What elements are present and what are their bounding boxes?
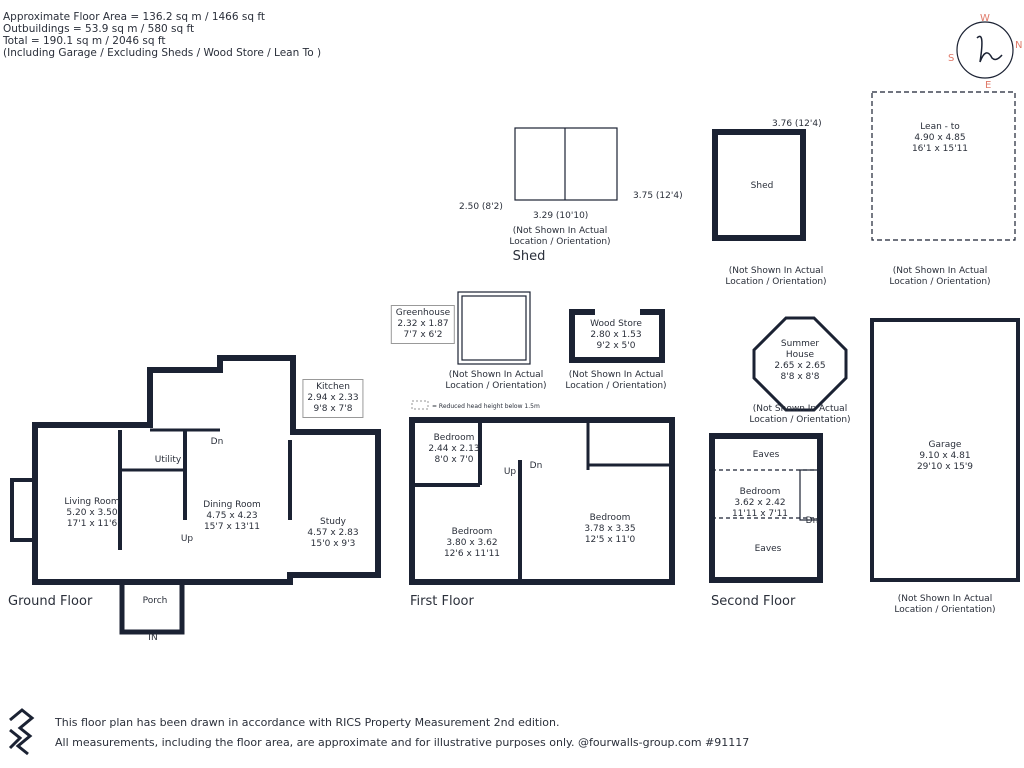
shed-1-depth: 2.50 (8'2) [459, 202, 503, 212]
ground-floor-title: Ground Floor [8, 594, 93, 609]
shed-2-dimension: 3.76 (12'4) [772, 119, 822, 129]
shed-1-width: 3.29 (10'10) [533, 211, 589, 221]
outbuildings-area: Outbuildings = 53.9 sq m / 580 sq ft [3, 23, 195, 35]
compass-e: E [985, 80, 992, 91]
area-note: (Including Garage / Excluding Sheds / Wo… [3, 47, 322, 59]
compass-ring [956, 21, 1014, 79]
ground-floor-walls [32, 355, 381, 585]
room-utility: Utility [154, 455, 182, 465]
compass-s: S [948, 53, 955, 64]
bay-window [10, 478, 37, 542]
footer-rics-note: This floor plan has been drawn in accord… [55, 716, 560, 729]
stairs-down-first: Dn [529, 461, 543, 471]
compass-logo [976, 35, 1003, 63]
first-floor-title: First Floor [410, 594, 474, 609]
shed-walls [712, 129, 806, 241]
summer-house-walls [752, 316, 848, 412]
compass-w: W [980, 13, 990, 24]
garage-walls [870, 318, 1020, 582]
fourwalls-logo-icon [8, 708, 35, 756]
first-floor-walls [409, 417, 675, 585]
room-porch: Porch [142, 596, 168, 606]
shed-1-title: Shed [512, 249, 546, 264]
compass-n: N [1015, 40, 1023, 51]
wood-store-walls [569, 309, 665, 363]
reduced-height-legend: = Reduced head height below 1.5m [432, 403, 540, 410]
entrance-label: IN [148, 633, 158, 643]
shed-1-length: 3.75 (12'4) [633, 191, 683, 201]
eaves-bottom: Eaves [754, 544, 782, 554]
stairs-up-first: Up [503, 467, 517, 477]
eaves-top: Eaves [752, 450, 780, 460]
lean-to-outline [871, 91, 1016, 241]
room-shed-2: Shed [750, 181, 774, 191]
floor-area: Approximate Floor Area = 136.2 sq m / 14… [3, 11, 265, 23]
stairs-up: Up [180, 534, 194, 544]
stairs-down: Dn [210, 437, 224, 447]
second-floor-title: Second Floor [711, 594, 796, 609]
area-summary: Approximate Floor Area = 136.2 sq m / 14… [3, 11, 321, 59]
greenhouse-walls [457, 291, 531, 365]
total-area: Total = 190.1 sq m / 2046 sq ft [3, 35, 166, 47]
stairs-down-second: Dn [805, 516, 819, 526]
footer-disclaimer: All measurements, including the floor ar… [55, 736, 750, 749]
